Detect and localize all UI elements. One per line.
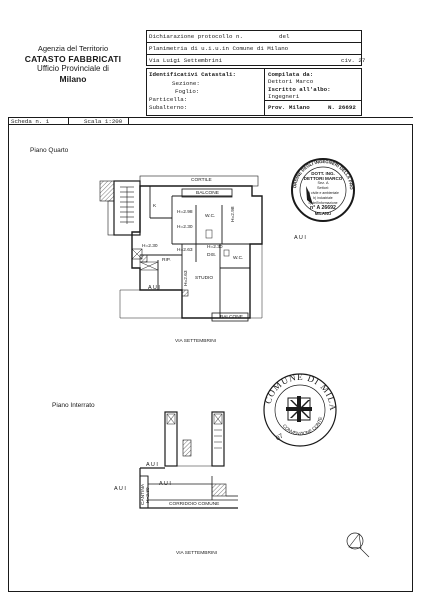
sezione-label: Sezione: xyxy=(172,80,200,87)
protocol-del: del xyxy=(279,33,290,40)
engineer-sector-a: a) civile e ambientale xyxy=(307,191,339,195)
engineer-stamp-text: DOTT. ING. DETTORI MARCO Sez. A Settori:… xyxy=(300,171,346,216)
stair-steps xyxy=(120,186,134,224)
engineer-sector-b: b) industriale xyxy=(313,196,333,200)
label-h7: H=2.63 xyxy=(184,270,189,286)
comune-crest-icon xyxy=(286,396,312,422)
agency-office: Ufficio Provinciale di xyxy=(37,64,109,73)
identifiers-label: Identificativi Catastali: xyxy=(149,71,236,78)
header-box-top xyxy=(146,30,362,66)
compilata-label: Compilata da: xyxy=(268,71,314,78)
drawing-frame xyxy=(8,124,413,592)
agency-name: Agenzia del Territorio xyxy=(37,44,109,53)
label-cortile: CORTILE xyxy=(191,178,212,183)
comune-stamp: COMUNE DI MILANO CONVENZIONE CONTE xyxy=(0,0,337,447)
svg-text:ORDINE DEGLI INGEGNERI DELLA P: ORDINE DEGLI INGEGNERI DELLA PROVINCIA D… xyxy=(0,0,354,190)
engineer-title: DOTT. ING. xyxy=(311,171,335,176)
subalterno-label: Subalterno: xyxy=(149,104,188,111)
header-box-identifiers xyxy=(146,68,362,116)
protocol-label: Dichiarazione protocollo n. xyxy=(149,33,243,40)
label-wc1: W.C. xyxy=(205,214,216,219)
floor-upper-plan xyxy=(99,175,263,322)
engineer-name: DETTORI MARCO xyxy=(303,176,343,181)
label-aui-mid: A U I xyxy=(159,481,171,487)
iscritto-label: Iscritto all'albo: xyxy=(268,86,331,93)
floor-upper-title: Piano Quarto xyxy=(30,147,69,154)
foglio-label: Foglio: xyxy=(175,88,200,95)
label-h4: H=2.30 xyxy=(142,244,158,249)
label-aui-top: A U I xyxy=(146,462,158,468)
label-h3: H=2.30 xyxy=(177,225,193,230)
svg-text:COMUNE DI MILANO: COMUNE DI MILANO xyxy=(0,0,337,412)
label-studio: STUDIO xyxy=(195,276,214,281)
engineer-number: n° A 26692 xyxy=(310,205,336,211)
iscritto-value: Ingegneri xyxy=(268,93,300,100)
label-corridoio: CORRIDOIO COMUNE xyxy=(169,502,220,507)
plan-label: Planimetria di u.i.u.in Comune di Milano xyxy=(149,45,289,52)
label-balcone-bottom: BALCONE xyxy=(220,314,243,320)
label-balcone-top: BALCONE xyxy=(196,190,219,196)
compilata-name: Dettori Marco xyxy=(268,78,314,85)
label-aui-left: A U I xyxy=(148,285,160,291)
label-aui-left-lower: A U I xyxy=(114,486,126,492)
label-dis: DIS. xyxy=(207,253,217,258)
engineer-stamp-ring-text: ORDINE DEGLI INGEGNERI DELLA PROVINCIA D… xyxy=(0,0,354,190)
floor-lower-title: Piano Interrato xyxy=(52,402,95,409)
north-arrow-icon xyxy=(346,532,370,558)
label-h1: H=2.98 xyxy=(177,210,193,215)
label-kitchen: K xyxy=(153,204,157,209)
label-cantina-h: H=2.30 xyxy=(146,487,151,503)
agency-city: Milano xyxy=(59,74,87,84)
agency-catasto: CATASTO FABBRICATI xyxy=(24,54,122,64)
label-h6: H=2.63 xyxy=(177,248,193,253)
storage-cross xyxy=(139,261,159,271)
label-aui-right: A U I xyxy=(294,235,306,241)
civic-number: civ. 27 xyxy=(341,57,366,64)
label-wc2: W.C. xyxy=(233,256,244,261)
street-upper: VIA SETTEMBRINI xyxy=(175,339,217,344)
label-h5: H=2.30 xyxy=(207,245,223,250)
prov-label: Prov. Milano xyxy=(268,104,310,111)
scheda-number: Scheda n. 1 xyxy=(11,117,50,125)
engineer-sectors: Settori: xyxy=(316,186,330,190)
comune-stamp-ring-text: COMUNE DI MILANO xyxy=(0,0,337,412)
engineer-section: Sez. A xyxy=(317,181,329,185)
prov-number: N. 26692 xyxy=(328,104,356,111)
address: Via Luigi Settembrini xyxy=(149,57,223,64)
floor-lower-plan xyxy=(139,411,238,509)
particella-label: Particella: xyxy=(149,96,188,103)
label-h2: H=2.98 xyxy=(231,206,236,222)
engineer-city: MILANO xyxy=(314,211,332,216)
label-rip: RIP. xyxy=(162,258,171,263)
engineer-sector-c: c) dell'informazione xyxy=(308,201,338,205)
agency-block: Agenzia del Territorio CATASTO FABBRICAT… xyxy=(14,44,132,84)
scale-label: Scala 1:200 xyxy=(84,117,123,125)
street-lower: VIA SETTEMBRINI xyxy=(176,551,218,556)
